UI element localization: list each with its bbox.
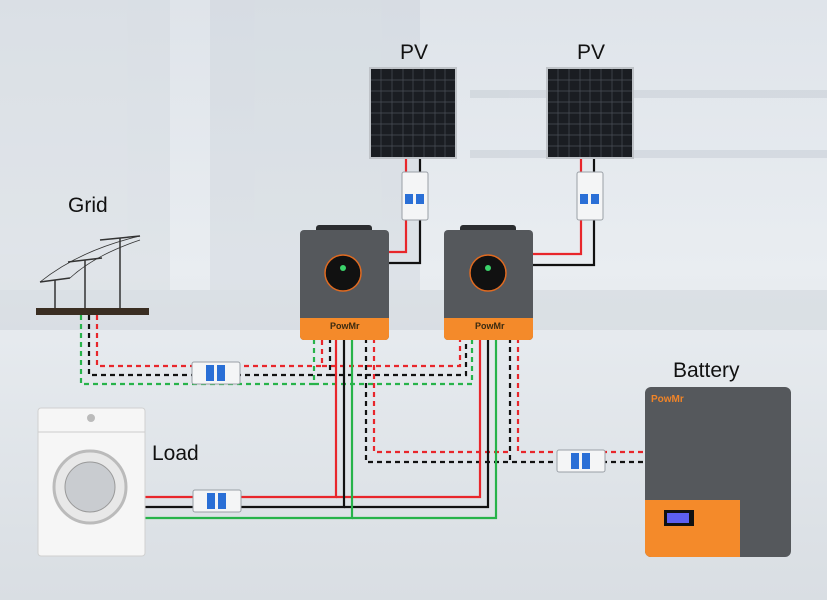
breaker-icon [576,171,604,221]
battery-label: Battery [673,359,740,382]
load-label: Load [152,442,199,465]
solar-panel-icon [546,67,634,159]
grid-breaker-icon [191,361,241,385]
pv-right-positive-wire [533,157,583,256]
battery-brand: PowMr [651,394,684,405]
inverter-right-brand: PowMr [475,321,505,331]
pv-right-label: PV [577,41,605,64]
utility-pole-icon [36,235,149,315]
inverter-right: PowMr [444,225,533,340]
washing-machine-icon [37,407,146,557]
inverter-left-brand: PowMr [330,321,360,331]
grid-label: Grid [68,194,108,217]
breaker-icon [401,171,429,221]
pv-left-label: PV [400,41,428,64]
solar-panel-icon [369,67,457,159]
load-breaker-icon [192,489,242,513]
battery-breaker-icon [556,449,606,473]
inverter-left: PowMr [300,225,389,340]
battery-icon: PowMr [645,387,791,557]
